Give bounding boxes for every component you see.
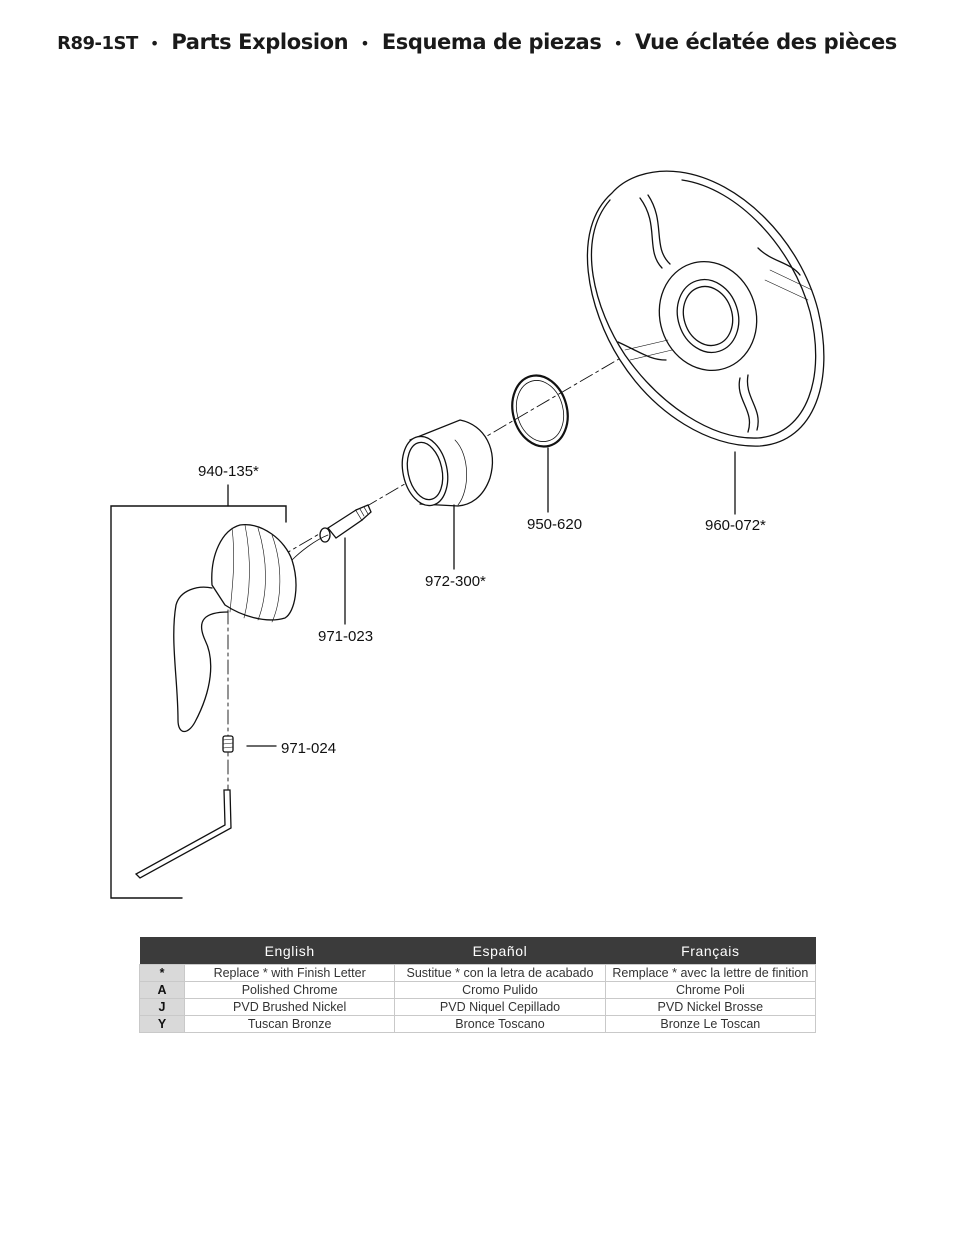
finish-french: Bronze Le Toscan bbox=[604, 1015, 817, 1033]
header-cell-english: English bbox=[184, 937, 395, 965]
sleeve-part bbox=[401, 419, 494, 507]
title-separator: • bbox=[360, 34, 370, 53]
finish-english: Replace * with Finish Letter bbox=[183, 964, 396, 982]
table-row: Y Tuscan Bronze Bronce Toscano Bronze Le… bbox=[139, 1015, 817, 1033]
set-screw-part bbox=[222, 735, 234, 753]
finish-french: Remplace * avec la lettre de finition bbox=[604, 964, 817, 982]
finish-english: PVD Brushed Nickel bbox=[183, 998, 396, 1016]
finish-code: A bbox=[139, 981, 185, 999]
finish-table: English Español Français * Replace * wit… bbox=[139, 937, 817, 1033]
finish-spanish: PVD Niquel Cepillado bbox=[394, 998, 606, 1016]
part-label-971-023: 971-023 bbox=[318, 628, 373, 645]
o-ring-part bbox=[511, 374, 569, 448]
part-label-960-072: 960-072* bbox=[705, 517, 766, 534]
header-cell-french: Français bbox=[605, 937, 816, 965]
finish-code: J bbox=[139, 998, 185, 1016]
finish-english: Tuscan Bronze bbox=[183, 1015, 396, 1033]
header-cell-spanish: Español bbox=[394, 937, 606, 965]
finish-english: Polished Chrome bbox=[183, 981, 396, 999]
page-title: R89-1ST • Parts Explosion • Esquema de p… bbox=[0, 30, 954, 54]
finish-code: * bbox=[139, 964, 185, 982]
finish-french: Chrome Poli bbox=[604, 981, 817, 999]
title-french: Vue éclatée des pièces bbox=[635, 30, 897, 54]
table-row: A Polished Chrome Cromo Pulido Chrome Po… bbox=[139, 981, 817, 999]
finish-table-header: English Español Français bbox=[139, 937, 816, 965]
model-number: R89-1ST bbox=[57, 33, 138, 54]
finish-french: PVD Nickel Brosse bbox=[604, 998, 817, 1016]
table-row: J PVD Brushed Nickel PVD Niquel Cepillad… bbox=[139, 998, 817, 1016]
handle-part bbox=[173, 524, 329, 733]
finish-code: Y bbox=[139, 1015, 185, 1033]
table-row: * Replace * with Finish Letter Sustitue … bbox=[139, 964, 817, 982]
finish-spanish: Sustitue * con la letra de acabado bbox=[394, 964, 606, 982]
finish-spanish: Bronce Toscano bbox=[394, 1015, 606, 1033]
title-english: Parts Explosion bbox=[171, 30, 349, 54]
title-spanish: Esquema de piezas bbox=[381, 30, 602, 54]
finish-spanish: Cromo Pulido bbox=[394, 981, 606, 999]
part-label-940-135: 940-135* bbox=[198, 463, 259, 480]
escutcheon-part bbox=[586, 170, 825, 447]
title-separator: • bbox=[149, 34, 160, 53]
title-separator: • bbox=[613, 34, 623, 53]
assembly-bracket bbox=[110, 505, 287, 899]
parts-explosion-diagram: 940-135* 971-023 971-024 972-300* 950-62… bbox=[110, 170, 825, 899]
part-label-972-300: 972-300* bbox=[425, 573, 486, 590]
hex-key-part bbox=[134, 789, 232, 879]
adapter-stem-part bbox=[319, 504, 372, 543]
header-cell-code bbox=[139, 937, 185, 965]
part-label-950-620: 950-620 bbox=[527, 516, 582, 533]
part-label-971-024: 971-024 bbox=[281, 740, 336, 757]
